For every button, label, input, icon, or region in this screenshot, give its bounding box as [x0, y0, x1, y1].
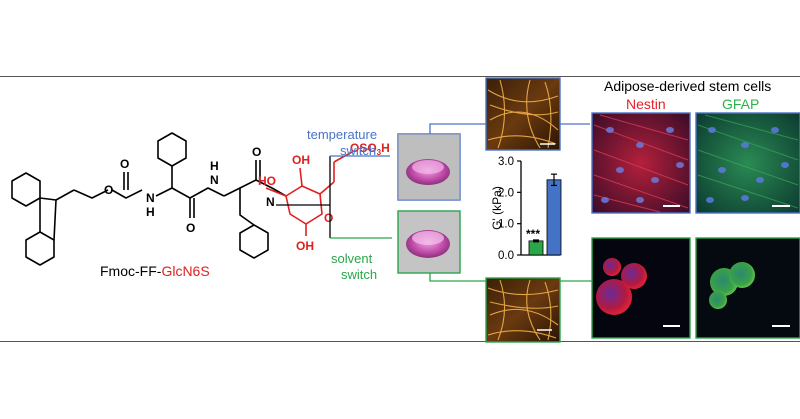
molecule-structure	[11, 132, 287, 266]
gfap-image-solvent	[695, 237, 800, 339]
gel-photo-temperature	[397, 133, 461, 201]
y-tick-label: 2.0	[498, 187, 514, 199]
branch-connector	[276, 156, 331, 238]
significance-marker: ***	[526, 227, 540, 241]
cells-title: Adipose-derived stem cells	[604, 78, 771, 94]
temperature-switch-label-2: switch	[340, 143, 376, 158]
atom-o-link: O	[104, 183, 113, 197]
atom-n-3: N	[266, 195, 275, 209]
solvent-switch-label-2: switch	[341, 267, 377, 282]
atom-n-2: N	[210, 173, 219, 187]
glucosamine-6-sulfate	[265, 151, 353, 236]
nestin-image-solvent	[591, 237, 691, 339]
atom-o-carbamate: O	[120, 157, 129, 171]
bottom-rule	[0, 341, 800, 342]
fiber-image-temperature	[485, 77, 561, 151]
atom-o-ring: O	[324, 211, 333, 225]
y-axis-label: G' (kPa)	[490, 186, 504, 230]
y-tick-label: 3.0	[498, 156, 514, 168]
atom-oh-top: OH	[292, 153, 310, 167]
gel-photo-solvent	[397, 210, 461, 274]
y-tick-label: 0.0	[498, 250, 514, 262]
y-tick-label: 1.0	[498, 219, 514, 231]
gfap-image-temperature	[695, 112, 800, 214]
atom-n-1: N	[146, 191, 155, 205]
nestin-label: Nestin	[626, 96, 666, 112]
atom-h-1: H	[146, 205, 155, 219]
temperature-switch-label-1: temperature	[307, 127, 377, 142]
bar-1	[546, 179, 562, 256]
stiffness-chart: 0.0 1.0 2.0 3.0 *** G' (kPa)	[485, 154, 563, 274]
gfap-label: GFAP	[722, 96, 759, 112]
atom-ho-left: HO	[258, 174, 276, 188]
atom-o-amide1: O	[186, 221, 195, 235]
fluorenyl-group	[11, 172, 75, 266]
molecule-name: Fmoc-FF-GlcN6S	[100, 263, 210, 279]
fiber-image-solvent	[485, 277, 561, 343]
atom-h-2: H	[210, 159, 219, 173]
nestin-image-temperature	[591, 112, 691, 214]
top-rule	[0, 76, 800, 77]
solvent-switch-label-1: solvent	[331, 251, 373, 266]
atom-o-amide2: O	[252, 145, 261, 159]
atom-oh-bottom: OH	[296, 239, 314, 253]
bar-0	[528, 240, 544, 256]
sulfate-group: OSO3H	[350, 141, 390, 157]
